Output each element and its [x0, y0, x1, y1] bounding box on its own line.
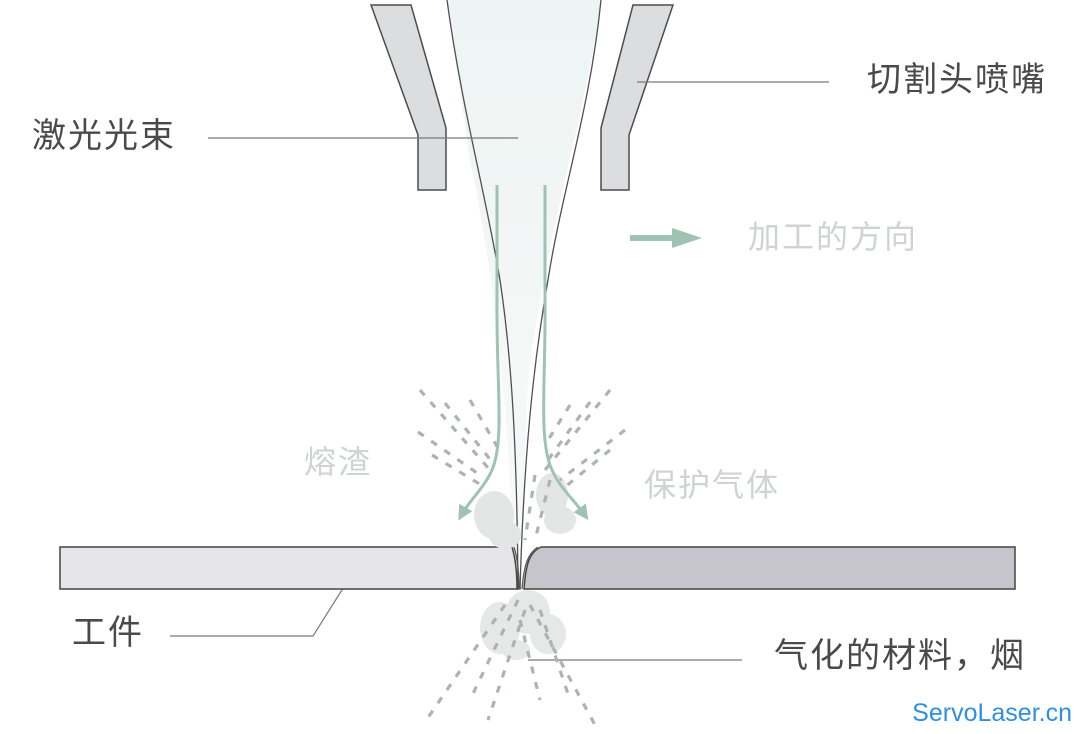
leader-workpiece	[170, 573, 353, 637]
nozzle-label: 切割头喷嘴	[867, 60, 1047, 100]
kerf	[513, 546, 539, 590]
watermark-text: ServoLaser.cn	[912, 699, 1072, 727]
vapor-label: 气化的材料，烟	[774, 636, 1026, 676]
direction-label: 加工的方向	[748, 218, 919, 256]
laser-beam	[447, 0, 601, 590]
laser-beam-edge-left	[446, 0, 519, 591]
workpiece-right	[523, 546, 1016, 590]
shield-gas-arrows	[458, 185, 589, 521]
laser-beam-edge-right	[519, 0, 602, 591]
slag-label: 熔渣	[304, 443, 373, 481]
beam-label: 激光光束	[32, 116, 176, 156]
direction-arrow	[630, 228, 702, 248]
nozzle-left-wall	[369, 4, 447, 191]
workpiece-label: 工件	[72, 613, 144, 653]
debris-particles	[417, 388, 626, 726]
workpiece-left	[59, 546, 518, 590]
shield-gas-label: 保护气体	[644, 466, 781, 504]
nozzle-right-wall	[600, 4, 675, 191]
